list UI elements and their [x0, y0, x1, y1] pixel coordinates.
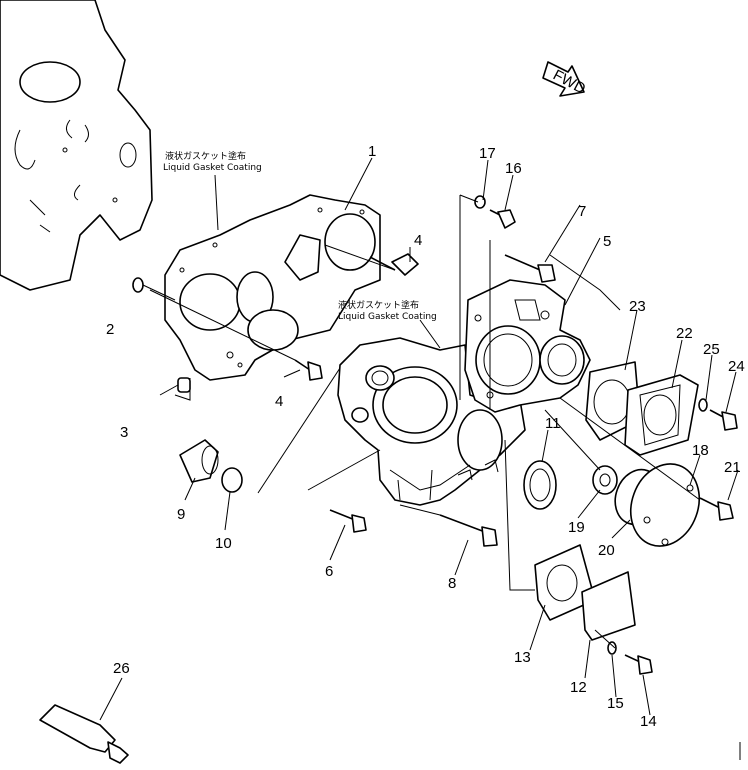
washer-17 [474, 195, 486, 209]
label-12: 12 [570, 679, 587, 696]
label-16: 16 [505, 160, 522, 177]
label-21: 21 [724, 459, 741, 476]
note-center-en: Liquid Gasket Coating [338, 312, 437, 322]
front-gasket [164, 194, 381, 381]
washer-15 [607, 641, 617, 655]
engine-block [0, 0, 153, 291]
leader-lines [99, 157, 741, 760]
bolt-8 [439, 514, 498, 547]
bearing-19 [592, 465, 618, 495]
gasket-13 [534, 544, 596, 621]
bolt-14 [624, 654, 653, 675]
label-1: 1 [368, 143, 376, 160]
label-20: 20 [598, 542, 615, 559]
bolt-24 [709, 409, 738, 431]
bolt-7 [504, 254, 556, 283]
label-25: 25 [703, 341, 720, 358]
ring-2 [132, 277, 144, 293]
note-left-jp: 液状ガスケット塗布 [165, 150, 246, 162]
label-4b: 4 [275, 393, 283, 410]
front-cover-housing [337, 337, 526, 506]
part-labels: 1 2 3 4 4 5 6 7 8 9 10 11 12 13 14 15 16… [106, 143, 745, 730]
washer-25 [698, 398, 708, 412]
label-23: 23 [629, 298, 646, 315]
oil-seal-11 [523, 460, 557, 510]
forward-arrow: FWD [542, 61, 588, 98]
bolt-4-upper [369, 253, 419, 276]
label-14: 14 [640, 713, 657, 730]
label-6: 6 [325, 563, 333, 580]
label-19: 19 [568, 519, 585, 536]
cap-9 [179, 439, 219, 483]
note-center-jp: 液状ガスケット塗布 [338, 299, 419, 311]
label-26: 26 [113, 660, 130, 677]
dowel-pin-3 [177, 377, 191, 393]
label-3: 3 [120, 424, 128, 441]
label-13: 13 [514, 649, 531, 666]
o-ring-10 [221, 467, 243, 493]
bolt-16 [489, 209, 516, 229]
label-5: 5 [603, 233, 611, 250]
label-7: 7 [578, 203, 586, 220]
label-10: 10 [215, 535, 232, 552]
label-4a: 4 [414, 232, 422, 249]
label-24: 24 [728, 358, 745, 375]
bolt-4-lower [294, 359, 323, 381]
label-17: 17 [479, 145, 496, 162]
note-center: 液状ガスケット塗布 Liquid Gasket Coating [338, 299, 437, 322]
bolt-21 [699, 497, 734, 521]
sealant-tube-26 [39, 704, 129, 764]
label-22: 22 [676, 325, 693, 342]
label-2: 2 [106, 321, 114, 338]
label-15: 15 [607, 695, 624, 712]
note-left: 液状ガスケット塗布 Liquid Gasket Coating [163, 150, 262, 173]
label-18: 18 [692, 442, 709, 459]
cap-cover-18 [630, 463, 700, 547]
gear-case [464, 279, 591, 413]
cover-12 [581, 571, 636, 641]
cover-22 [624, 374, 699, 456]
label-8: 8 [448, 575, 456, 592]
label-9: 9 [177, 506, 185, 523]
note-left-en: Liquid Gasket Coating [163, 163, 262, 173]
bolt-6 [329, 509, 367, 533]
label-11: 11 [545, 415, 561, 432]
